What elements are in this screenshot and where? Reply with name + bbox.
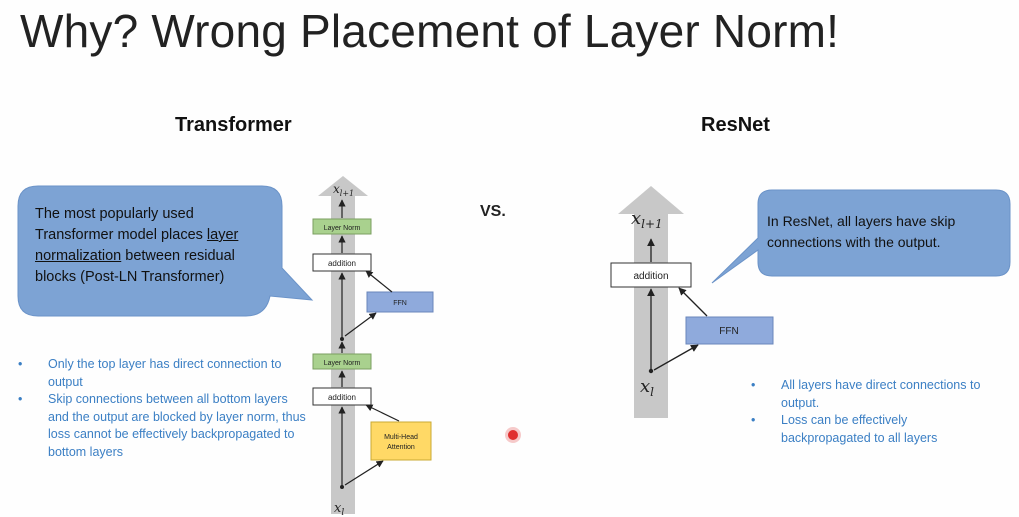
transformer-bullet-list: Only the top layer has direct connection…	[18, 356, 310, 461]
callout-underlined-term: normalization	[35, 248, 122, 264]
resnet-junction-dot	[648, 368, 654, 374]
addition-top-box	[312, 253, 372, 272]
transformer-callout-text: The most popularly used Transformer mode…	[35, 204, 285, 288]
transformer-heading: Transformer	[175, 114, 292, 136]
resnet-ffn-label: FFN	[719, 326, 738, 337]
resnet-addition-label: addition	[633, 271, 668, 282]
callout-text-span: between residual	[121, 248, 235, 264]
slide-title: Why? Wrong Placement of Layer Norm!	[20, 5, 840, 57]
resnet-heading: ResNet	[701, 114, 770, 136]
callout-line: connections with the output.	[767, 234, 941, 250]
attention-label-line1: Multi-Head	[384, 434, 418, 441]
callout-line: blocks (Post-LN Transformer)	[35, 269, 225, 285]
bullet-item: Skip connections between all bottom laye…	[18, 391, 310, 461]
transformer-arrows	[338, 199, 400, 488]
layer-norm-top-box	[312, 218, 372, 235]
resnet-bullet-list: All layers have direct connections to ou…	[751, 377, 981, 447]
bullet-item: Loss can be effectively backpropagated t…	[751, 412, 981, 447]
laser-pointer-dot	[508, 430, 518, 440]
ffn-small-box	[366, 291, 434, 313]
transformer-junction-dot	[340, 485, 344, 489]
vs-label: VS.	[480, 203, 506, 220]
addition-bottom-label: addition	[328, 393, 356, 402]
addition-top-label: addition	[328, 259, 356, 268]
bullet-item: All layers have direct connections to ou…	[751, 377, 981, 412]
transformer-callout-bubble	[17, 185, 314, 317]
resnet-ffn-box	[685, 316, 774, 345]
callout-underlined-term: layer	[206, 227, 239, 243]
resnet-callout-text: In ResNet, all layers have skip connecti…	[767, 211, 1007, 253]
addition-bottom-box	[312, 387, 372, 406]
transformer-input-label: xl	[334, 501, 344, 517]
callout-line: normalization between residual	[35, 246, 285, 267]
callout-text-span: Transformer model places	[35, 227, 207, 243]
resnet-callout-bubble	[711, 189, 1011, 284]
callout-line: In ResNet, all layers have skip	[767, 213, 956, 229]
ffn-small-label: FFN	[393, 300, 407, 307]
attention-label-line2: Attention	[387, 444, 415, 451]
resnet-arrows	[647, 238, 708, 372]
resnet-addition-box	[610, 262, 692, 288]
bullet-item: Only the top layer has direct connection…	[18, 356, 310, 391]
callout-line: The most popularly used	[35, 206, 194, 222]
transformer-junction-dot	[340, 337, 344, 341]
layer-norm-top-label: Layer Norm	[324, 225, 361, 232]
callout-line: Transformer model places layer	[35, 225, 285, 246]
layer-norm-bottom-box	[312, 353, 372, 370]
multi-head-attention-box	[370, 421, 432, 461]
layer-norm-bottom-label: Layer Norm	[324, 360, 361, 367]
